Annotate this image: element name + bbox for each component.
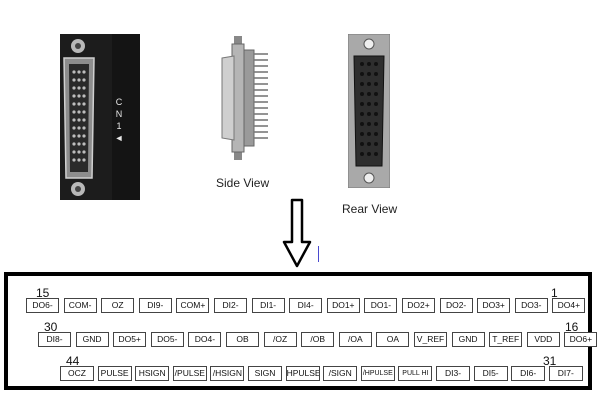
pin-label: DO2+ xyxy=(402,298,435,313)
pin-label: DI7- xyxy=(548,366,583,381)
pin-label: DI8- xyxy=(38,332,71,347)
pin-label: OB xyxy=(226,332,259,347)
pin-label: DI4- xyxy=(289,298,323,313)
side-view-photo xyxy=(218,36,274,160)
pin-label: HSIGN xyxy=(135,366,170,381)
pin-label: DO1+ xyxy=(326,298,360,313)
pin-label: /OZ xyxy=(263,332,297,347)
pin-label: SIGN xyxy=(248,366,282,381)
pin-label: DO6- xyxy=(26,298,59,313)
pin-label: DO4+ xyxy=(552,298,586,313)
pin-label: HPULSE xyxy=(285,366,320,381)
connector-label-char: 1 xyxy=(116,121,122,131)
connector-label-char: N xyxy=(115,109,123,119)
pin-label: /SIGN xyxy=(323,366,358,381)
pin-label: DI6- xyxy=(511,366,546,381)
pin-label: PULSE xyxy=(97,366,132,381)
down-arrow-icon xyxy=(282,198,312,270)
cursor-mark xyxy=(318,246,319,262)
pin-label: DI3- xyxy=(436,366,470,381)
pin-label: DO3+ xyxy=(477,298,511,313)
pin-label: OZ xyxy=(101,298,135,313)
pin-label: DO5+ xyxy=(113,332,147,347)
pin-label: DO1- xyxy=(364,298,398,313)
pin-label: /OA xyxy=(338,332,372,347)
rear-view-caption: Rear View xyxy=(342,202,398,216)
pin-label: OA xyxy=(376,332,410,347)
row3-start-number: 44 xyxy=(66,354,80,368)
pin-label: T_REF xyxy=(489,332,523,347)
rear-view-photo xyxy=(347,33,391,189)
row1-end-number: 1 xyxy=(551,286,558,300)
connector-label-char: ◄ xyxy=(114,133,124,143)
pin-label: V_REF xyxy=(414,332,447,347)
pin-label: GND xyxy=(451,332,485,347)
row1-start-number: 15 xyxy=(36,286,50,300)
pin-label: COM- xyxy=(63,298,97,313)
pin-label: /OB xyxy=(301,332,335,347)
pin-label: VDD xyxy=(526,332,560,347)
pin-label: DI5- xyxy=(473,366,508,381)
pin-label: DI2- xyxy=(214,298,247,313)
pin-label: DI1- xyxy=(251,298,285,313)
connector-label: C N 1 ◄ xyxy=(112,96,126,144)
pin-label: DO5- xyxy=(150,332,184,347)
pin-label: COM+ xyxy=(176,298,210,313)
row2-end-number: 16 xyxy=(565,320,579,334)
pin-label: /HPULSE xyxy=(360,366,395,381)
row3-end-number: 31 xyxy=(543,354,557,368)
row2-start-number: 30 xyxy=(44,320,58,334)
pin-label: DI9- xyxy=(138,298,172,313)
pin-label: OCZ xyxy=(60,366,94,381)
pin-label: /PULSE xyxy=(172,366,207,381)
pin-label: PULL HI xyxy=(398,366,433,381)
side-view-caption: Side View xyxy=(216,176,270,190)
pin-label: DO6+ xyxy=(564,332,598,347)
pin-label: DO4- xyxy=(188,332,222,347)
pin-label: GND xyxy=(75,332,109,347)
pin-label: DO2- xyxy=(439,298,473,313)
pin-label: /HSIGN xyxy=(210,366,245,381)
panel-photo xyxy=(60,34,140,200)
pin-label: DO3- xyxy=(514,298,548,313)
connector-label-char: C xyxy=(115,97,123,107)
